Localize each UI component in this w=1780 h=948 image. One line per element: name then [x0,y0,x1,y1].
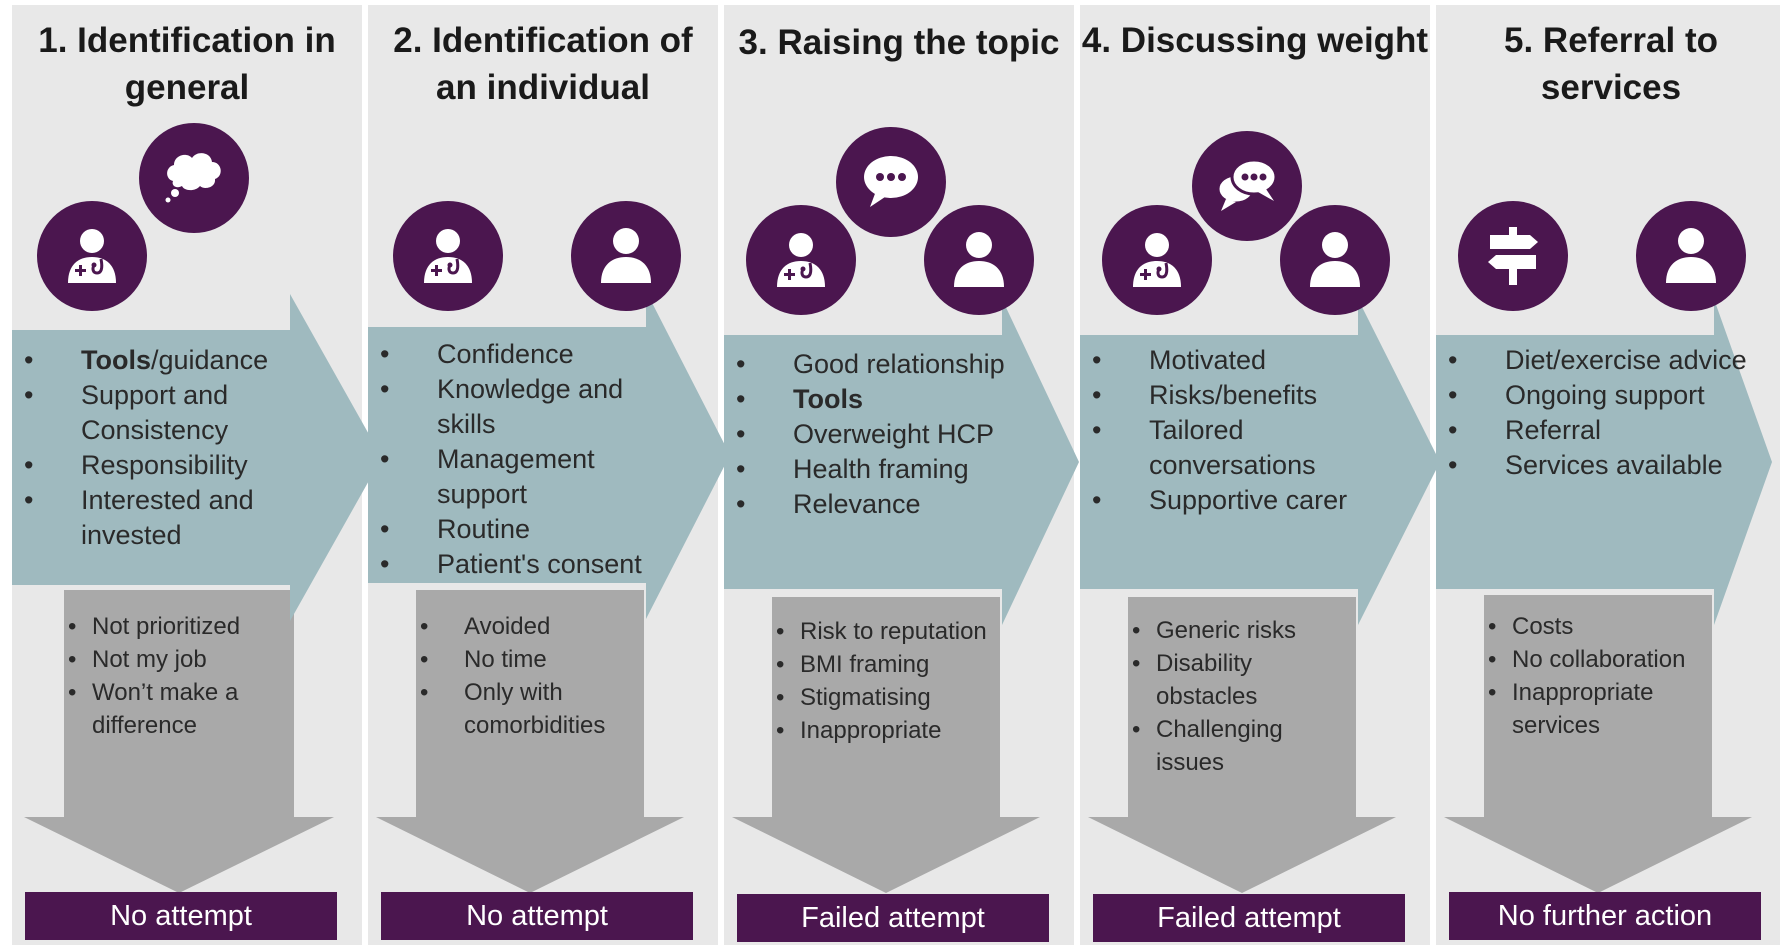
outcome-box: No attempt [381,892,693,940]
conversation-icon [1192,131,1302,241]
stage-title: 3. Raising the topic [738,23,1060,62]
facilitator-item: Interested and invested [24,483,324,553]
facilitator-item: Confidence [380,337,680,372]
facilitator-item: Supportive carer [1092,483,1392,518]
barrier-item: Challenging issues [1132,713,1352,779]
speech-bubble-icon [836,127,946,237]
stage-column-5: 5. Referral to servicesDiet/exercise adv… [1436,5,1780,945]
barriers-list: CostsNo collaborationInappropriate servi… [1488,610,1708,742]
facilitator-item: Referral [1448,413,1748,448]
stage-column-2: 2. Identification of an individualConfid… [368,5,730,945]
stage-title: 2. Identification of an individual [393,21,693,107]
facilitator-item: Motivated [1092,343,1392,378]
stage-column-4: 4. Discussing weightMotivatedRisks/benef… [1080,5,1440,945]
facilitator-item: Risks/benefits [1092,378,1392,413]
facilitator-item: Routine [380,512,680,547]
barrier-item: BMI framing [776,648,996,681]
facilitators-list: Tools/guidanceSupport and ConsistencyRes… [24,343,324,553]
barrier-item: Generic risks [1132,614,1352,647]
barriers-list: Generic risksDisability obstaclesChallen… [1132,614,1352,779]
barriers-list: Risk to reputationBMI framingStigmatisin… [776,615,996,747]
facilitator-item: Tailored conversations [1092,413,1392,483]
barriers-list: AvoidedNo timeOnly with comorbidities [420,610,640,742]
facilitators-list: Diet/exercise adviceOngoing supportRefer… [1448,343,1748,483]
facilitator-item: Tools [736,382,1036,417]
stage-title: 4. Discussing weight [1081,21,1429,60]
doctor-icon [37,201,147,311]
barriers-list: Not prioritizedNot my jobWon’t make a di… [68,610,290,742]
facilitator-item: Management support [380,442,680,512]
person-icon [1636,201,1746,311]
doctor-icon [746,205,856,315]
facilitator-item: Responsibility [24,448,324,483]
barrier-item: Disability obstacles [1132,647,1352,713]
facilitator-item: Relevance [736,487,1036,522]
facilitator-item: Ongoing support [1448,378,1748,413]
outcome-box: No further action [1449,892,1761,940]
facilitator-item: Services available [1448,448,1748,483]
doctor-icon [393,201,503,311]
outcome-box: Failed attempt [737,894,1049,942]
barrier-item: Not prioritized [68,610,290,643]
barrier-item: No collaboration [1488,643,1708,676]
signpost-icon [1458,201,1568,311]
barrier-item: Risk to reputation [776,615,996,648]
facilitator-item: Tools/guidance [24,343,324,378]
thought-bubble-icon [139,123,249,233]
person-icon [924,205,1034,315]
person-icon [571,201,681,311]
barrier-item: Inappropriate [776,714,996,747]
barrier-item: Not my job [68,643,290,676]
outcome-box: No attempt [25,892,337,940]
facilitator-item: Overweight HCP [736,417,1036,452]
facilitator-item: Support and Consistency [24,378,324,448]
stage-column-1: 1. Identification in generalTools/guidan… [12,5,382,945]
stage-title: 5. Referral to services [1504,21,1718,107]
facilitator-item: Health framing [736,452,1036,487]
barrier-item: Only with comorbidities [420,676,640,742]
facilitators-list: ConfidenceKnowledge and skillsManagement… [380,337,680,582]
facilitators-list: Good relationshipToolsOverweight HCPHeal… [736,347,1036,522]
doctor-icon [1102,205,1212,315]
stage-column-3: 3. Raising the topicGood relationshipToo… [724,5,1079,945]
stage-title: 1. Identification in general [38,21,336,107]
barrier-item: Avoided [420,610,640,643]
barrier-item: Won’t make a difference [68,676,290,742]
facilitator-item: Patient's consent [380,547,680,582]
outcome-box: Failed attempt [1093,894,1405,942]
barrier-item: No time [420,643,640,676]
barrier-item: Costs [1488,610,1708,643]
facilitators-list: MotivatedRisks/benefitsTailored conversa… [1092,343,1392,518]
barrier-item: Stigmatising [776,681,996,714]
barrier-item: Inappropriate services [1488,676,1708,742]
person-icon [1280,205,1390,315]
facilitator-item: Knowledge and skills [380,372,680,442]
facilitator-item: Diet/exercise advice [1448,343,1748,378]
facilitator-item: Good relationship [736,347,1036,382]
